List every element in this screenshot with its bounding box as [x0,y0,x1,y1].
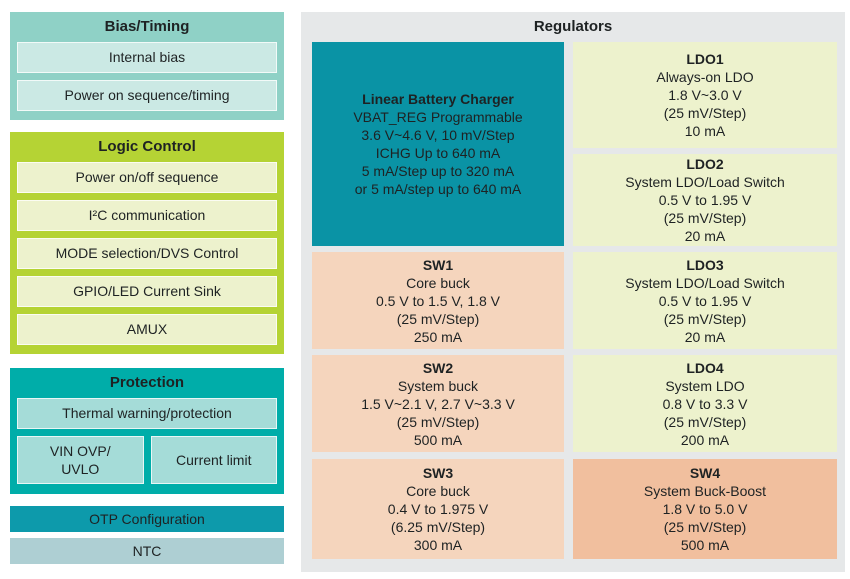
sw3-block: SW3 Core buck 0.4 V to 1.975 V (6.25 mV/… [312,459,564,559]
ldo2-block: LDO2 System LDO/Load Switch 0.5 V to 1.9… [573,154,837,246]
power-on-off-sequence-box: Power on/off sequence [17,162,277,193]
vin-ovp-uvlo-box: VIN OVP/ UVLO [17,436,144,484]
sw4-line: System Buck-Boost [643,483,767,499]
ldo3-line: (25 mV/Step) [663,310,747,327]
sw2-block: SW2 System buck 1.5 V~2.1 V, 2.7 V~3.3 V… [312,355,564,452]
internal-bias-box: Internal bias [17,42,277,73]
sw4-block: SW4 System Buck-Boost 1.8 V to 5.0 V (25… [573,459,837,559]
sw1-line: 0.5 V to 1.5 V, 1.8 V [375,292,501,309]
ldo1-line: Always-on LDO [656,69,754,85]
thermal-warning-protection-box: Thermal warning/protection [17,398,277,429]
power-on-sequence-timing-box: Power on sequence/timing [17,80,277,111]
gpio-led-current-sink-box: GPIO/LED Current Sink [17,276,277,307]
charger-line: 5 mA/Step up to 320 mA [361,163,515,179]
logic-control-panel: Logic Control Power on/off sequence I²C … [10,132,284,354]
ldo4-line: System LDO [665,377,745,394]
amux-box: AMUX [17,314,277,345]
sw4-line: 500 mA [680,537,730,553]
sw3-title: SW3 [422,465,454,481]
mode-selection-dvs-box: MODE selection/DVS Control [17,238,277,269]
ldo2-line: 20 mA [684,228,726,244]
current-limit-label: Current limit [176,452,252,468]
sw1-line: Core buck [406,274,470,291]
ldo4-line: (25 mV/Step) [663,413,747,430]
sw3-line: 0.4 V to 1.975 V [387,501,489,517]
bias-timing-panel: Bias/Timing Internal bias Power on seque… [10,12,284,120]
ldo1-title: LDO1 [686,51,724,67]
ldo1-line: 10 mA [684,123,726,139]
charger-title: Linear Battery Charger [362,91,514,107]
vin-ovp-line1: VIN OVP/ [49,443,111,459]
sw4-line: 1.8 V to 5.0 V [662,501,748,517]
sw2-title: SW2 [422,359,454,376]
charger-line: 3.6 V~4.6 V, 10 mV/Step [361,127,515,143]
ldo1-line: (25 mV/Step) [663,105,747,121]
ldo3-block: LDO3 System LDO/Load Switch 0.5 V to 1.9… [573,252,837,349]
sw1-line: (25 mV/Step) [396,310,480,327]
protection-panel: Protection Thermal warning/protection VI… [10,368,284,494]
i2c-communication-box: I²C communication [17,200,277,231]
ldo4-line: 200 mA [680,431,730,448]
otp-configuration-bar: OTP Configuration [10,506,284,532]
sw2-line: (25 mV/Step) [396,413,480,430]
regulators-title: Regulators [533,18,613,35]
ldo1-block: LDO1 Always-on LDO 1.8 V~3.0 V (25 mV/St… [573,42,837,148]
sw2-line: 500 mA [413,431,463,448]
charger-line: or 5 mA/step up to 640 mA [354,181,522,197]
sw1-line: 250 mA [413,328,463,345]
ldo2-line: System LDO/Load Switch [625,174,785,190]
ldo3-title: LDO3 [686,256,724,273]
sw4-line: (25 mV/Step) [663,519,747,535]
sw1-block: SW1 Core buck 0.5 V to 1.5 V, 1.8 V (25 … [312,252,564,349]
regulators-panel: Regulators Linear Battery Charger VBAT_R… [301,12,845,572]
ldo2-line: (25 mV/Step) [663,210,747,226]
ldo3-line: 20 mA [684,328,726,345]
sw2-line: 1.5 V~2.1 V, 2.7 V~3.3 V [361,395,515,412]
ldo2-line: 0.5 V to 1.95 V [658,192,752,208]
ldo2-title: LDO2 [686,156,724,172]
charger-line: ICHG Up to 640 mA [375,145,501,161]
protection-title: Protection [109,374,185,391]
sw1-title: SW1 [422,256,454,273]
current-limit-box: Current limit [150,436,277,484]
sw2-line: System buck [397,377,479,394]
sw3-line: Core buck [406,483,470,499]
ldo3-line: System LDO/Load Switch [625,274,785,291]
protection-bottom-row: VIN OVP/ UVLO Current limit [17,436,277,484]
linear-battery-charger-block: Linear Battery Charger VBAT_REG Programm… [312,42,564,246]
ldo4-block: LDO4 System LDO 0.8 V to 3.3 V (25 mV/St… [573,355,837,452]
sw3-line: 300 mA [413,537,463,553]
ldo4-title: LDO4 [686,359,724,376]
logic-control-title: Logic Control [98,138,196,155]
ldo3-line: 0.5 V to 1.95 V [658,292,752,309]
ldo1-line: 1.8 V~3.0 V [668,87,742,103]
ntc-bar: NTC [10,538,284,564]
sw4-title: SW4 [689,465,721,481]
charger-line: VBAT_REG Programmable [353,109,523,125]
sw3-line: (6.25 mV/Step) [390,519,486,535]
bias-timing-title: Bias/Timing [104,18,190,35]
ldo4-line: 0.8 V to 3.3 V [662,395,748,412]
vin-ovp-line2: UVLO [61,461,100,477]
